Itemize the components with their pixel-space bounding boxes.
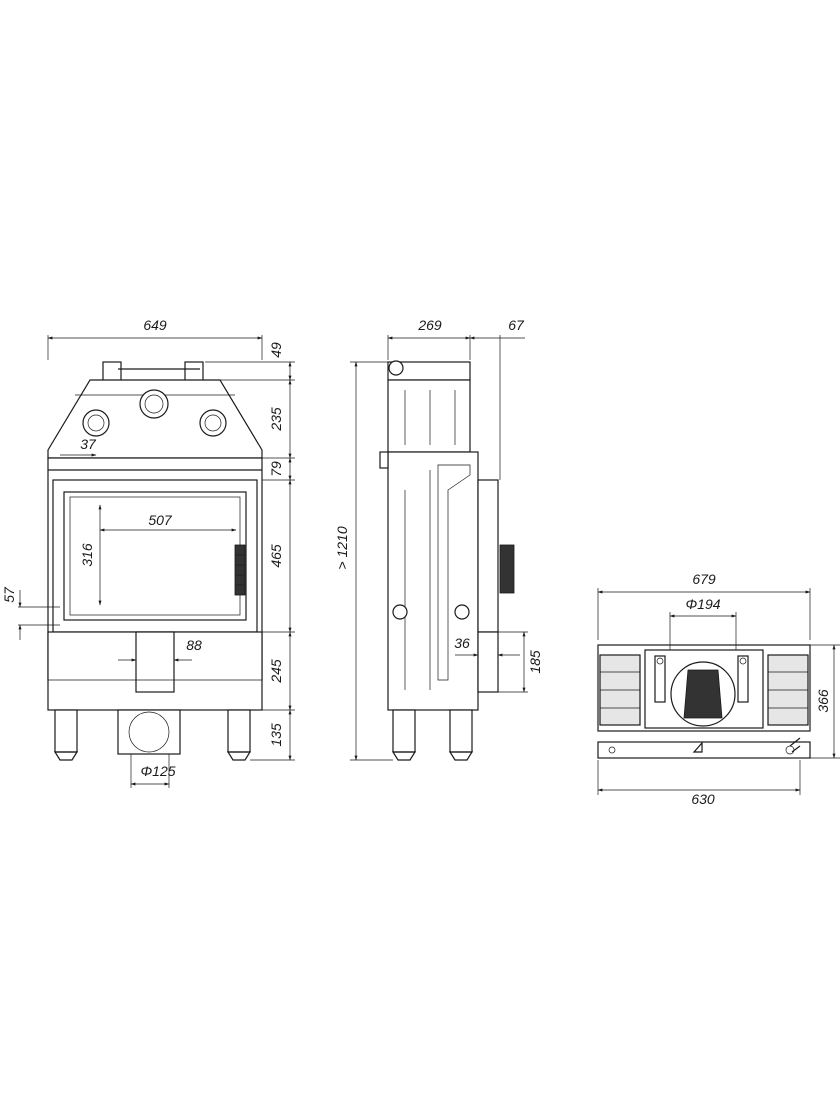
dim-leg-height: 135 — [268, 723, 284, 747]
side-lift-ring — [388, 360, 404, 376]
leg-left — [54, 709, 78, 753]
outlet-left — [82, 409, 110, 437]
dim-flue-diameter: Φ194 — [685, 596, 720, 612]
side-lower-panel — [477, 631, 499, 693]
dim-glass-height: 316 — [79, 543, 95, 567]
side-leg-right — [449, 709, 473, 753]
top-bracket-left — [102, 361, 122, 383]
top-slot-left — [654, 655, 666, 703]
glass — [63, 491, 247, 621]
side-knob — [379, 451, 389, 469]
dim-front-width: 649 — [143, 317, 167, 333]
dim-hood-height: 235 — [268, 407, 284, 432]
front-view: 649 49 235 79 465 245 135 37 316 507 57 — [1, 317, 295, 788]
dim-side-extra: 67 — [508, 317, 525, 333]
dim-duct-width: 88 — [186, 637, 202, 653]
dim-top-base-width: 630 — [691, 791, 715, 807]
top-bracket-right — [184, 361, 204, 383]
side-leg-left — [392, 709, 416, 753]
dim-total-height: > 1210 — [334, 526, 350, 569]
side-handle — [499, 544, 515, 594]
door-handle — [234, 544, 246, 596]
dim-glass-width: 507 — [148, 512, 173, 528]
side-bolt-left — [392, 604, 408, 620]
dim-door-height: 465 — [268, 544, 284, 568]
side-main-body — [387, 451, 479, 711]
dim-side-offset: 37 — [80, 436, 97, 452]
dim-bottom-offset: 57 — [1, 586, 17, 603]
outlet-center — [139, 389, 169, 419]
dim-frame-offset: 79 — [268, 461, 284, 477]
dim-side-depth: 269 — [417, 317, 442, 333]
bottom-outlet — [117, 709, 181, 755]
top-slot-right — [737, 655, 749, 703]
dim-lower-height: 245 — [268, 659, 284, 684]
dim-outlet-diameter: Φ125 — [140, 763, 175, 779]
dim-handle-height: 185 — [527, 650, 543, 674]
dim-top-offset: 49 — [268, 342, 284, 358]
side-upper-body — [387, 379, 471, 453]
dim-door-recess: 36 — [454, 635, 470, 651]
air-duct — [135, 631, 175, 693]
dim-top-depth: 366 — [815, 689, 831, 713]
dim-top-width: 679 — [692, 571, 716, 587]
top-view: 679 Φ194 366 630 — [597, 571, 840, 807]
outlet-right — [199, 409, 227, 437]
leg-right — [227, 709, 251, 753]
top-front-strip — [597, 741, 811, 759]
side-bolt-right — [454, 604, 470, 620]
side-view: 269 67 > 1210 36 185 — [334, 317, 543, 761]
side-door-profile — [477, 479, 499, 633]
